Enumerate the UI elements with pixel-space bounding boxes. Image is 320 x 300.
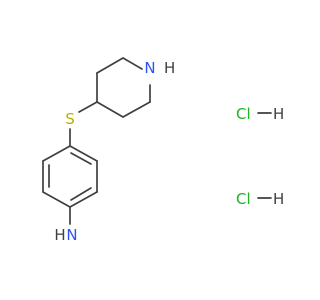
hcl-1-chlorine-label: Cl: [236, 105, 251, 123]
amine-label: H N: [54, 226, 77, 244]
aromatic-inner-bond-1: [70, 152, 92, 165]
bond-c5-c4: [96, 101, 124, 118]
piperidine-nitrogen-label: N: [144, 59, 155, 77]
bond-ar3-ar4: [69, 191, 98, 208]
sulfur-label: S: [65, 110, 75, 128]
bond-c2-n: [122, 57, 143, 70]
thioether-bonds: [69, 101, 98, 147]
bond-ar4-ar5: [42, 191, 71, 208]
molecule-structure: N H S H N Cl H Cl H: [42, 57, 284, 244]
amine-hydrogen-label: H: [54, 226, 65, 244]
bond-c3-c2: [96, 57, 124, 74]
hcl-salt-2: Cl H: [236, 190, 284, 208]
hcl-salt-1: Cl H: [236, 105, 284, 123]
benzene-ring: [42, 145, 98, 208]
hcl-2-chlorine-label: Cl: [236, 190, 251, 208]
aromatic-inner-bond-2: [70, 187, 92, 201]
piperidine-ring: [96, 57, 151, 118]
bond-c6-c5: [122, 101, 151, 118]
bond-ar6-ar1: [42, 145, 71, 162]
hcl-2-hydrogen-label: H: [273, 190, 284, 208]
piperidine-hydrogen-label: H: [164, 59, 175, 77]
piperidine-nh-label: N H: [144, 59, 175, 77]
bond-ar1-ar2: [69, 145, 98, 162]
amine-nitrogen-label: N: [66, 226, 77, 244]
bond-c4-s: [78, 101, 98, 113]
hcl-1-hydrogen-label: H: [273, 105, 284, 123]
